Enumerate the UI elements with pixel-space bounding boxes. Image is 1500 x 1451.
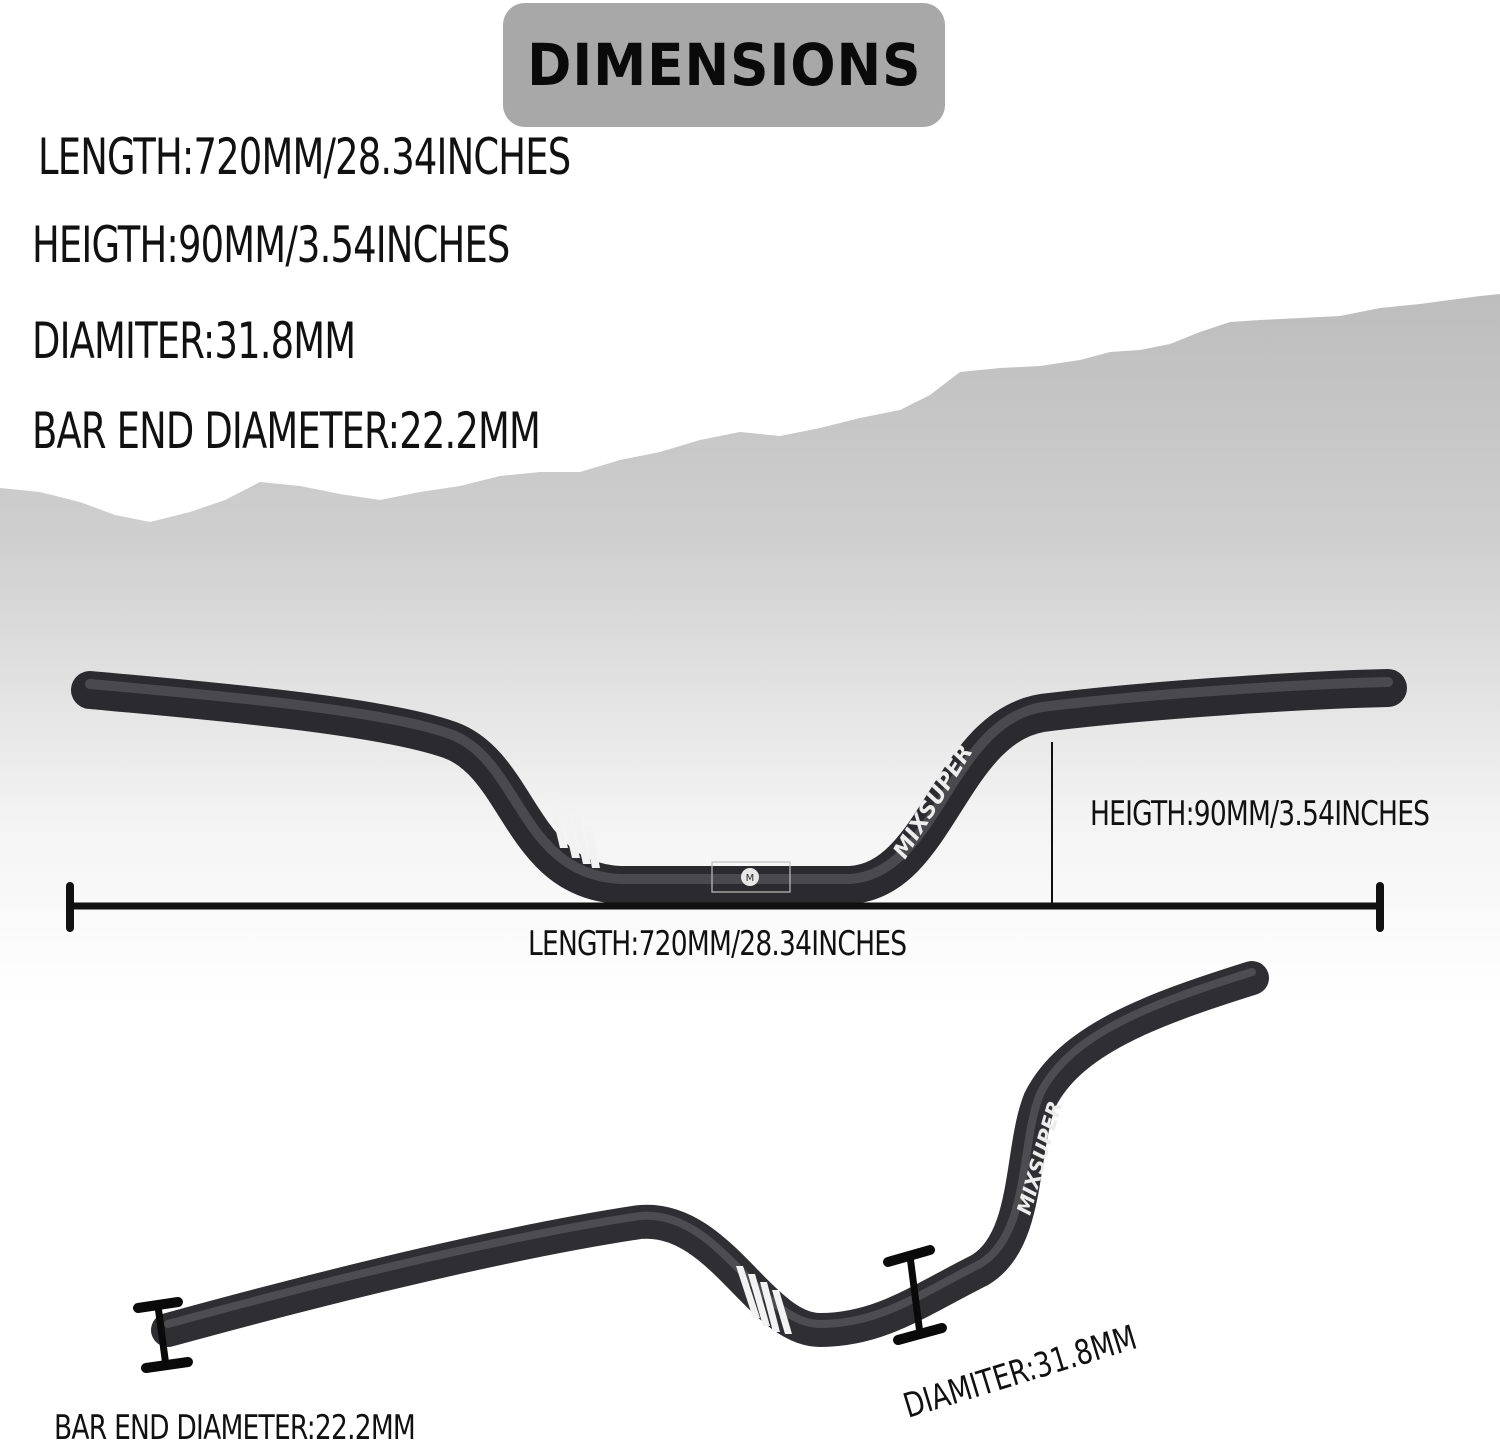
mountain-background — [0, 294, 1500, 1000]
title-badge: DIMENSIONS — [503, 3, 945, 127]
height-annotation: HEIGTH:90MM/3.54INCHES — [1090, 794, 1430, 834]
stripe-decal-angled — [736, 1266, 792, 1334]
logo-mark: M — [746, 873, 755, 884]
stripe-decal — [548, 798, 600, 868]
spec-bar-end-diameter: BAR END DIAMETER:22.2MM — [32, 402, 541, 460]
spec-height: HEIGTH:90MM/3.54INCHES — [32, 216, 510, 274]
bar-end-diameter-marker — [133, 1297, 193, 1373]
length-dimension-line — [66, 882, 1384, 932]
length-annotation: LENGTH:720MM/28.34INCHES — [528, 924, 907, 964]
clamp-scale — [711, 861, 791, 893]
page-title: DIMENSIONS — [526, 31, 922, 99]
bar-end-annotation: BAR END DIAMETER:22.2MM — [54, 1408, 416, 1448]
center-diameter-marker — [883, 1245, 947, 1345]
spec-length: LENGTH:720MM/28.34INCHES — [38, 128, 571, 186]
spec-diameter: DIAMITER:31.8MM — [32, 312, 356, 370]
handlebar-angled-view: MIXSUPER — [151, 961, 1269, 1347]
m-logo-icon — [741, 868, 759, 886]
